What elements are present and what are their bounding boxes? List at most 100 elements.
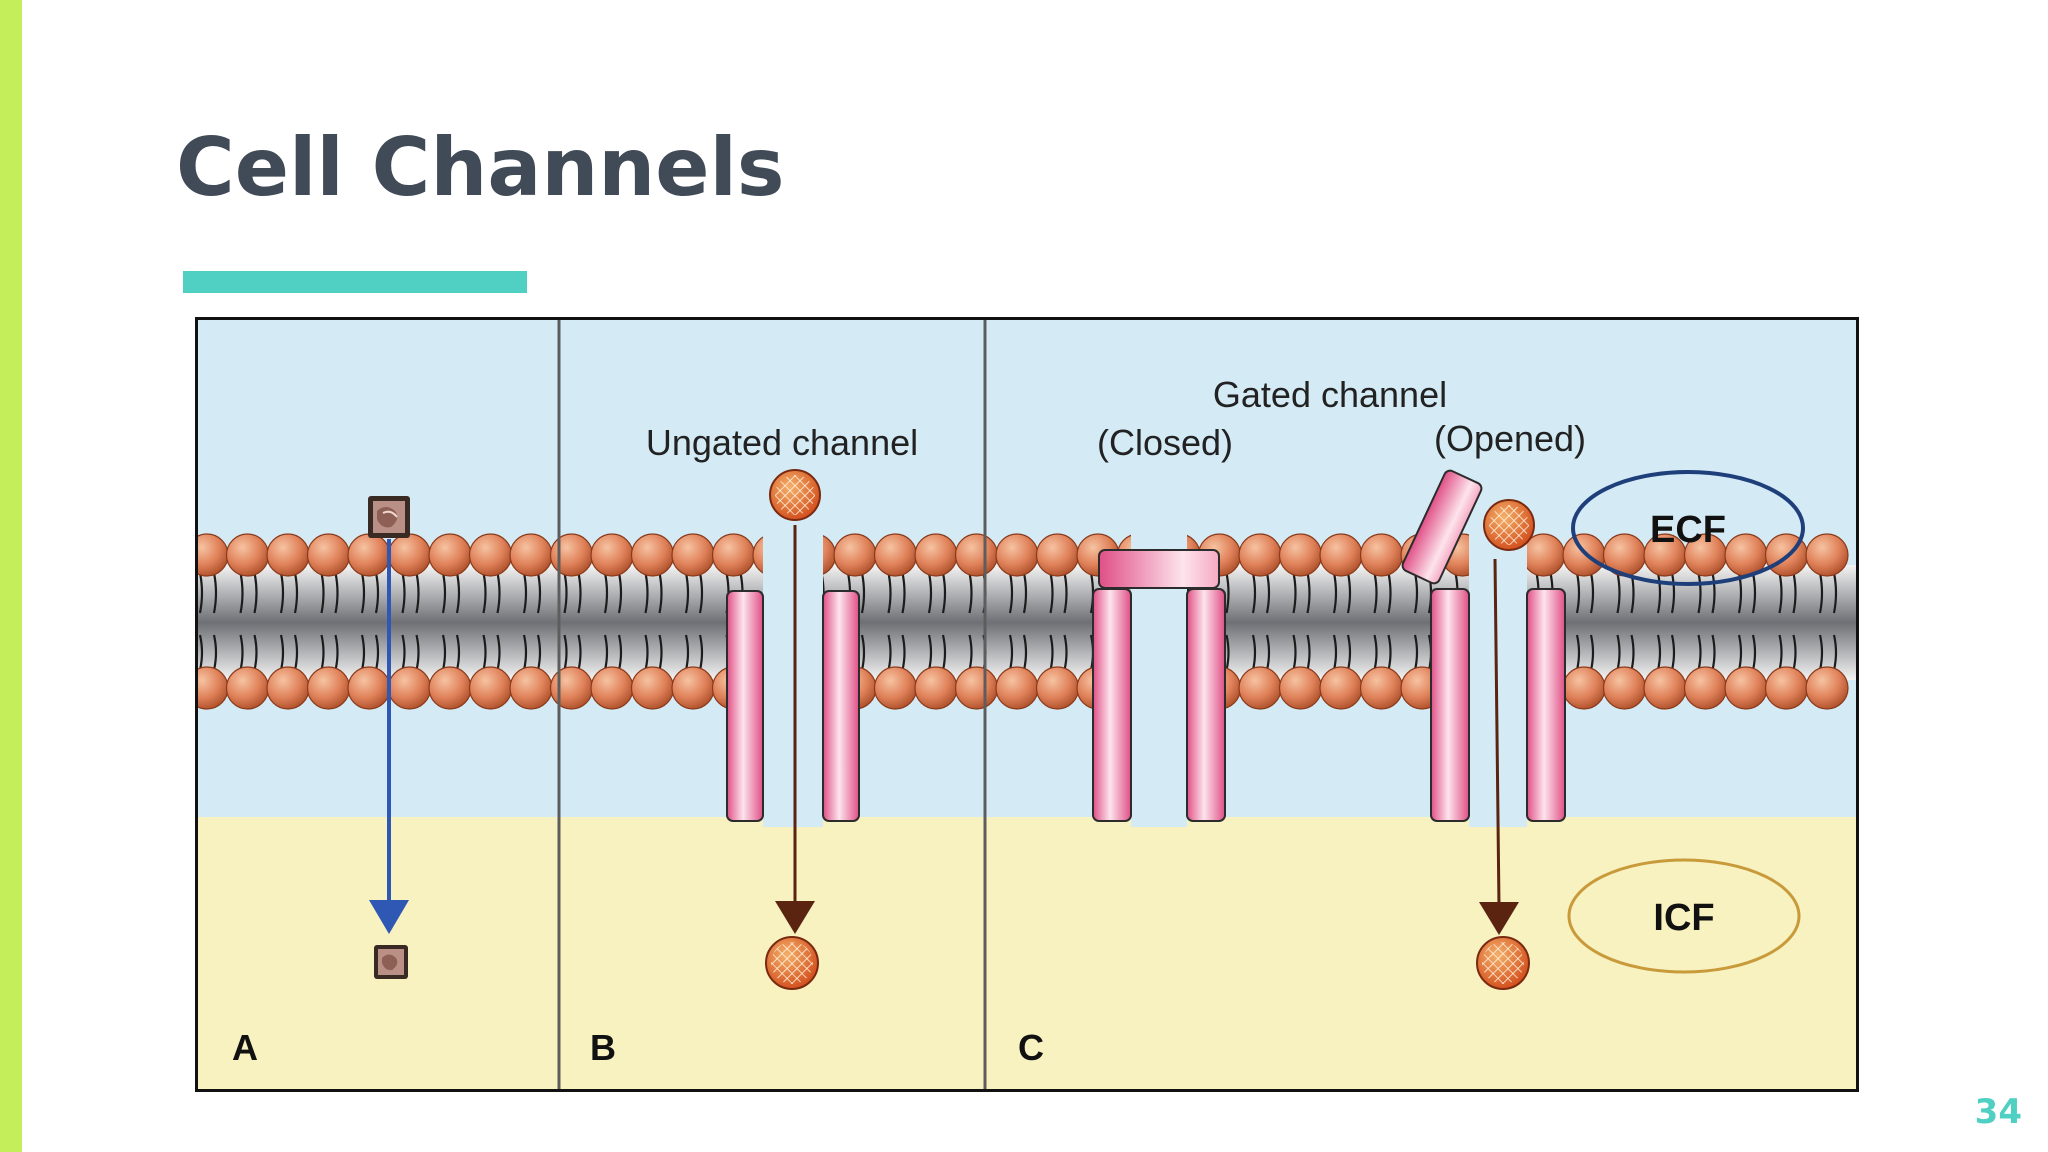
lipid-tail (1670, 572, 1676, 614)
lipid-tail (658, 634, 663, 671)
lipid-tail (644, 572, 649, 614)
lipid-tail (887, 634, 892, 671)
lipid-tail (441, 634, 447, 671)
panel-b-ungated (726, 469, 860, 990)
lipid-tail (1251, 634, 1257, 671)
lipid-tail-band (197, 565, 1857, 680)
lipid-head (995, 533, 1039, 577)
lipid-head (914, 533, 958, 577)
lipid-tail (1711, 634, 1716, 671)
lipid-tail (698, 572, 704, 614)
lipid-head (509, 666, 553, 710)
lipid-tail (239, 572, 244, 614)
lipid-tail (455, 634, 461, 671)
lipid-tail (496, 634, 501, 671)
lipid-tail (1656, 634, 1662, 671)
lipid-tail (320, 572, 325, 614)
lipid-tail (482, 572, 487, 614)
lipid-tail (1413, 634, 1419, 671)
lipid-head (387, 666, 432, 710)
ion-top-gated (1483, 499, 1535, 551)
lipid-tail (496, 572, 501, 614)
lipid-tail (293, 634, 299, 671)
lipid-tail (360, 634, 366, 671)
lipid-tail (536, 572, 542, 614)
lipid-head (347, 533, 391, 577)
lipid-tail (577, 634, 582, 671)
lipid-head (306, 533, 351, 577)
lipid-tail (1373, 634, 1378, 671)
ecf-ellipse (1571, 470, 1805, 586)
lipid-tail (293, 572, 299, 614)
lipid-head (590, 533, 634, 577)
lipid-tail (1306, 572, 1311, 614)
lipid-head (428, 533, 472, 577)
lipid-head (1035, 666, 1080, 710)
opened-gate-lid (1401, 469, 1483, 585)
figure-frame (195, 317, 1859, 1092)
channel-pore (763, 527, 823, 827)
lipid-head (225, 533, 270, 577)
lipid-tail (684, 572, 690, 614)
lipid-head (509, 533, 553, 577)
lipid-head (306, 666, 351, 710)
lipid-tail (617, 634, 623, 671)
lipid-tail (1225, 634, 1230, 671)
lipid-head (1359, 533, 1404, 577)
lipid-tail (684, 634, 690, 671)
lipid-tail (1251, 572, 1257, 614)
lipid-tail (374, 572, 380, 614)
lipid-tail (360, 572, 366, 614)
lipid-tail (1751, 572, 1757, 614)
lipid-head (671, 666, 715, 710)
gated-channel-opened (1401, 469, 1566, 990)
panel-a-transport (368, 496, 410, 979)
closed-channel-left (1092, 588, 1132, 822)
lipid-tail (253, 572, 258, 614)
channel-protein-right (822, 590, 860, 822)
lipid-tail (1265, 634, 1271, 671)
lipid-tail (563, 634, 568, 671)
lipid-head (873, 533, 918, 577)
lipid-tail (1832, 634, 1838, 671)
lipid-head (1278, 666, 1323, 710)
ion-flow-arrow-head (775, 901, 815, 934)
lipid-tail (482, 634, 487, 671)
small-molecule-bottom (374, 945, 408, 979)
lipid-tail (617, 572, 623, 614)
gated-ion-arrow-shaft (1493, 558, 1501, 908)
lipid-tail (1008, 634, 1014, 671)
lipid-tail (887, 572, 892, 614)
lipid-tail (603, 572, 609, 614)
lipid-tail (658, 572, 663, 614)
lipid-tail (1818, 634, 1824, 671)
lipid-tail (441, 572, 447, 614)
lipid-head (1602, 666, 1647, 710)
lipid-head (995, 666, 1039, 710)
lipid-tail (279, 572, 285, 614)
lipid-head (914, 666, 958, 710)
lipid-tail (1589, 634, 1595, 671)
lipid-tail (1292, 634, 1297, 671)
lipid-tail (1346, 634, 1352, 671)
lipid-tail (374, 634, 380, 671)
lipid-head (1805, 533, 1849, 577)
lipid-tail (198, 634, 204, 671)
lipid-tail (320, 634, 325, 671)
lipid-tail (401, 634, 406, 671)
lipid-tail (941, 572, 947, 614)
panel-letter-b: B (590, 1027, 616, 1068)
lipid-head (1562, 666, 1606, 710)
lipid-head (1683, 666, 1728, 710)
lipid-head (1238, 533, 1282, 577)
ion-bottom (765, 936, 819, 990)
lipid-head (711, 533, 756, 577)
lipid-head (347, 666, 391, 710)
lipid-tail (1292, 572, 1297, 614)
lipid-tail (563, 572, 568, 614)
diffusion-arrow-head (369, 900, 409, 934)
lipid-tail (1711, 572, 1716, 614)
lipid-tail (1697, 572, 1702, 614)
lipid-tail (401, 572, 406, 614)
lipid-tail (1063, 634, 1068, 671)
